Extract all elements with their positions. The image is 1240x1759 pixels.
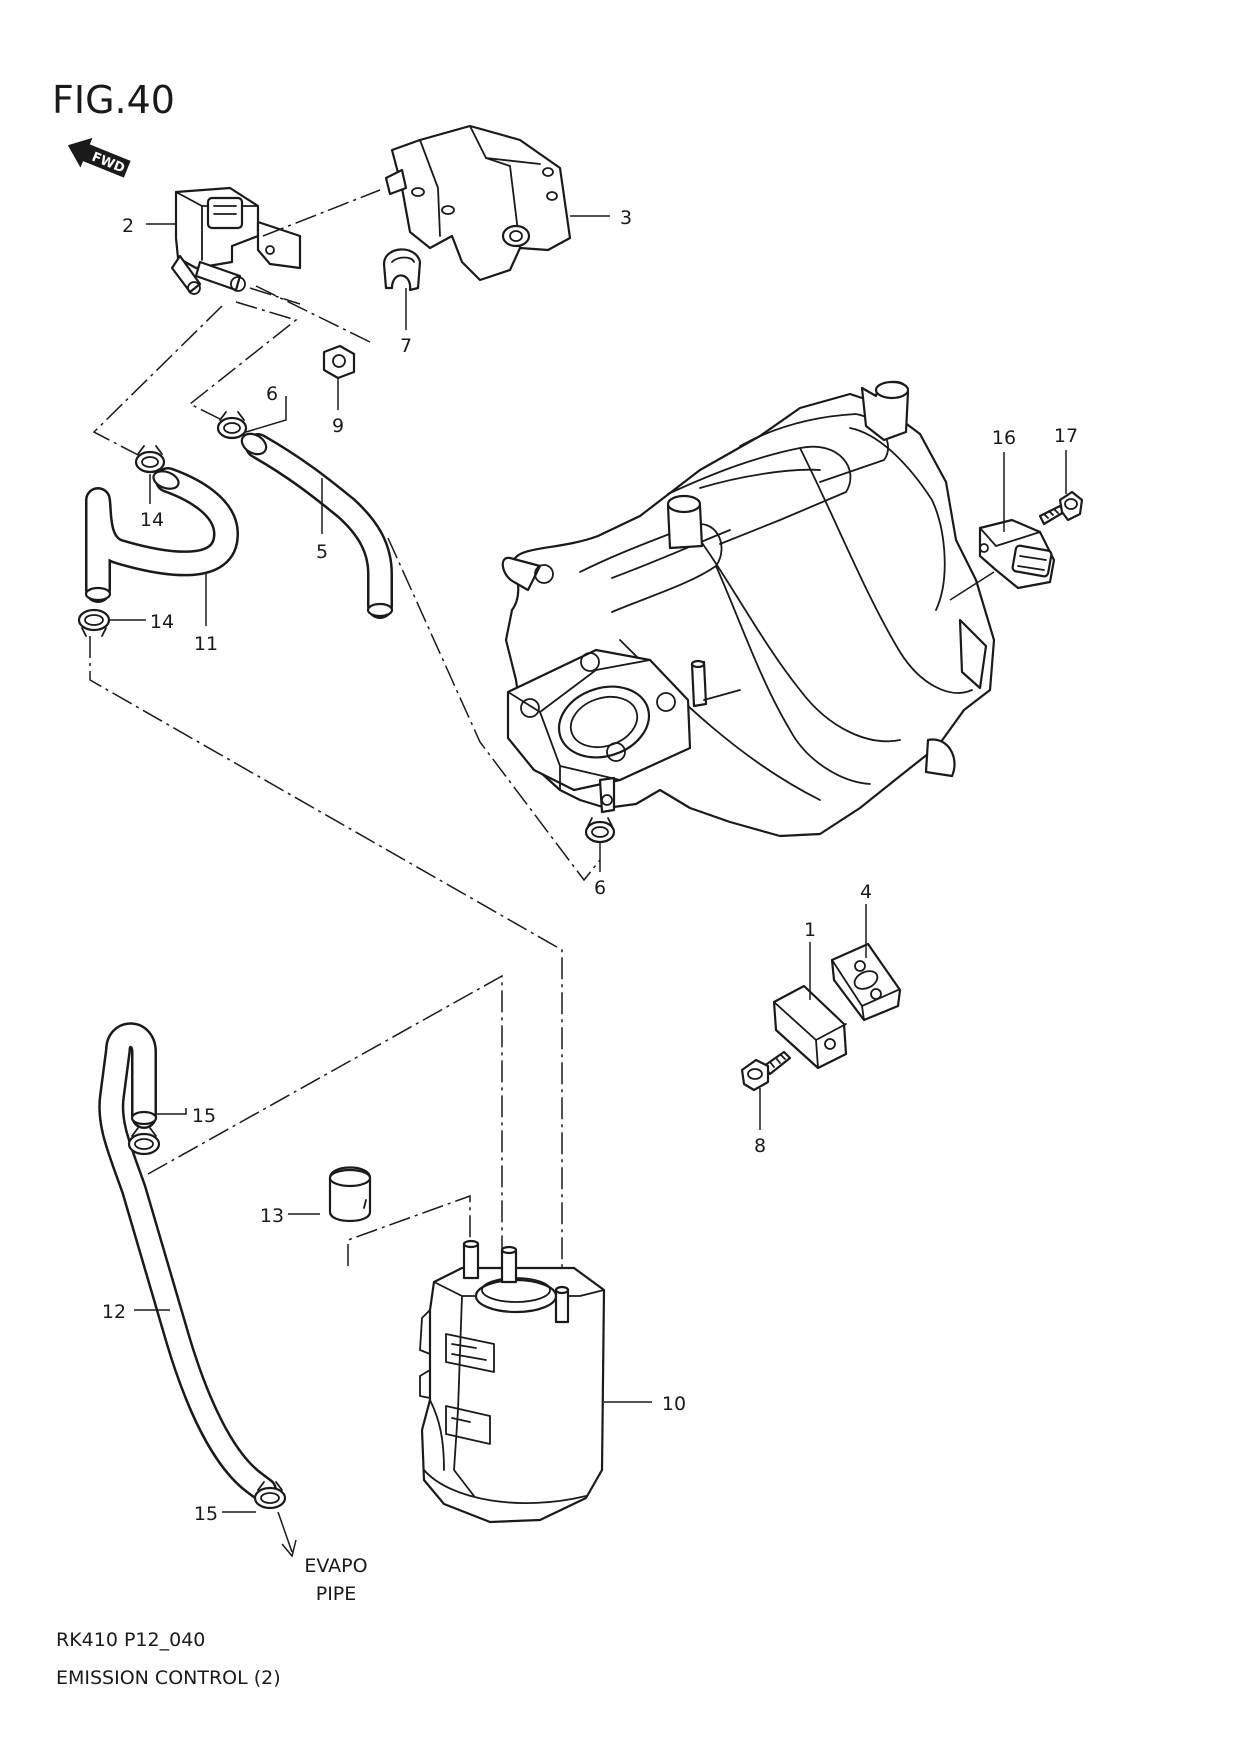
part-12-hose xyxy=(98,1022,277,1503)
callout-1: 1 xyxy=(804,919,816,941)
part-15-clamp-lower xyxy=(253,1481,287,1510)
fwd-arrow-icon: FWD xyxy=(67,137,131,178)
callout-11: 11 xyxy=(194,633,218,655)
leader-lines xyxy=(108,215,1067,1513)
part-11-hose xyxy=(84,467,239,603)
callout-9: 9 xyxy=(332,415,344,437)
figure-title: FIG.40 xyxy=(52,78,175,122)
callout-6-lower: 6 xyxy=(594,877,606,899)
part-1-plate xyxy=(772,984,848,1070)
part-14-clamp-lower xyxy=(77,608,111,637)
part-15-clamp-upper xyxy=(127,1127,161,1156)
note-evapo: EVAPO xyxy=(304,1555,367,1577)
callout-13: 13 xyxy=(260,1205,284,1227)
intake-manifold xyxy=(501,380,996,838)
part-8-bolt xyxy=(740,1050,792,1092)
callout-5: 5 xyxy=(316,541,328,563)
figure-code: RK410 P12_040 xyxy=(56,1629,205,1651)
callout-6-upper: 6 xyxy=(266,383,278,405)
callout-12: 12 xyxy=(102,1301,126,1323)
callout-16: 16 xyxy=(992,427,1016,449)
part-9-nut xyxy=(322,344,356,380)
callout-10: 10 xyxy=(662,1393,686,1415)
part-4-gasket xyxy=(830,942,902,1022)
part-3-bracket xyxy=(384,124,572,282)
callout-17: 17 xyxy=(1054,425,1078,447)
part-6-clamp-upper xyxy=(216,411,248,440)
callout-15-upper: 15 xyxy=(192,1105,216,1127)
callout-14-lower: 14 xyxy=(150,611,174,633)
callout-labels: 2 3 7 9 6 14 5 11 14 6 16 17 1 4 8 15 10… xyxy=(102,207,1078,1525)
callout-4: 4 xyxy=(860,881,872,903)
part-17-bolt xyxy=(1038,490,1084,526)
note-pipe: PIPE xyxy=(316,1583,357,1605)
part-6-clamp-lower xyxy=(584,817,616,844)
part-7-clip xyxy=(382,248,422,292)
callout-3: 3 xyxy=(620,207,632,229)
part-2-solenoid-valve xyxy=(170,186,302,295)
callout-14-upper: 14 xyxy=(140,509,164,531)
part-13-cap xyxy=(328,1166,372,1223)
part-14-clamp-upper xyxy=(134,445,166,474)
part-5-hose xyxy=(240,432,394,619)
callout-15-lower: 15 xyxy=(194,1503,218,1525)
part-10-canister xyxy=(419,1239,606,1524)
callout-7: 7 xyxy=(400,335,412,357)
callout-2: 2 xyxy=(122,215,134,237)
part-16-sensor xyxy=(978,518,1056,590)
callout-8: 8 xyxy=(754,1135,766,1157)
figure-caption: EMISSION CONTROL (2) xyxy=(56,1667,281,1689)
